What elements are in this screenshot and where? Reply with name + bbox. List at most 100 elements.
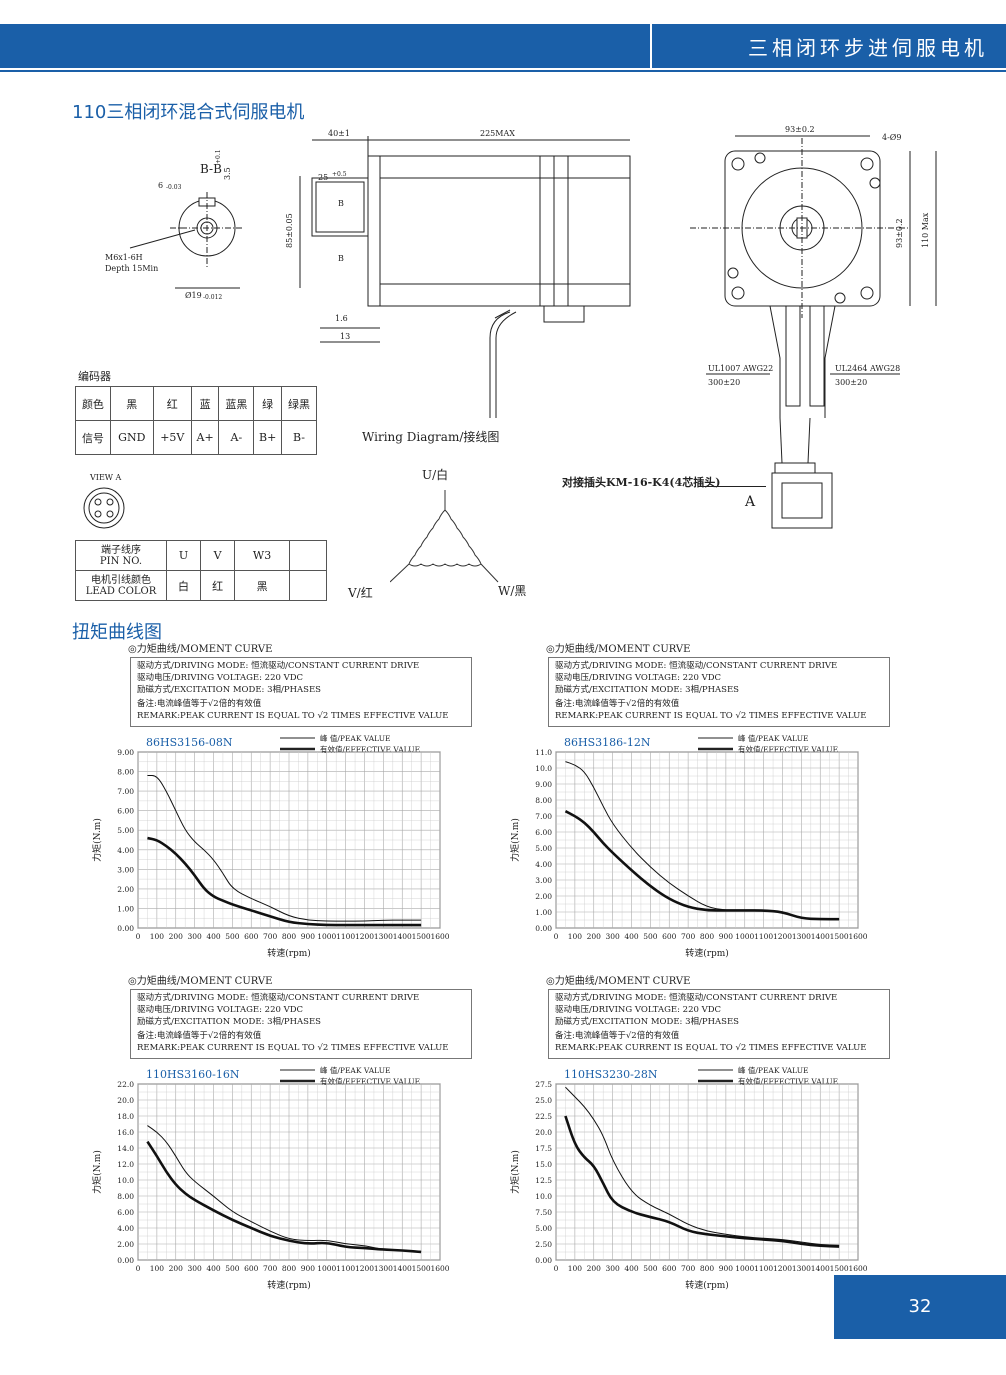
chart-title: 86HS3156-08N (146, 736, 233, 749)
flat-dim: 3.5 (223, 167, 232, 180)
len-40: 40±1 (328, 129, 350, 138)
sq-93-side: 93±0.2 (895, 218, 904, 248)
x-tick-label: 700 (263, 932, 278, 941)
series-peak-line (147, 1125, 422, 1252)
dia-85: 85±0.05 (285, 213, 294, 248)
y-tick-label: 9.00 (117, 748, 134, 757)
x-tick-label: 100 (150, 932, 165, 941)
y-tick-label: 4.00 (117, 846, 134, 855)
spec-line: 励磁方式/EXCITATION MODE: 3相/PHASES (137, 685, 321, 695)
spec-line: REMARK:PEAK CURRENT IS EQUAL TO √2 TIMES… (137, 711, 449, 721)
spec-heading: ◎力矩曲线/MOMENT CURVE (128, 976, 273, 987)
x-tick-label: 200 (587, 1264, 602, 1273)
x-tick-label: 1500 (412, 1264, 431, 1273)
connector-drawing (771, 418, 833, 529)
spec-line: REMARK:PEAK CURRENT IS EQUAL TO √2 TIMES… (137, 1043, 449, 1053)
wiring-v: V/红 (348, 586, 373, 600)
spec-line: 励磁方式/EXCITATION MODE: 3相/PHASES (555, 685, 739, 695)
x-tick-label: 800 (282, 932, 297, 941)
len-225: 225MAX (480, 129, 515, 138)
y-tick-label: 6.00 (535, 828, 552, 837)
cell: 信号 (75, 420, 111, 455)
x-tick-label: 900 (719, 932, 734, 941)
x-tick-label: 700 (681, 932, 696, 941)
x-tick-label: 500 (643, 932, 658, 941)
cell: 黑 (234, 570, 290, 601)
table-row: 信号 GND +5V A+ A- B+ B- (75, 420, 317, 455)
x-tick-label: 100 (568, 1264, 583, 1273)
x-tick-label: 800 (282, 1264, 297, 1273)
x-tick-label: 300 (187, 1264, 202, 1273)
x-axis-label: 转速(rpm) (685, 947, 729, 959)
max-110: 110 Max (921, 212, 930, 248)
cell: B+ (253, 420, 283, 455)
x-tick-label: 600 (244, 1264, 259, 1273)
x-tick-label: 100 (568, 932, 583, 941)
y-tick-label: 8.00 (117, 1192, 134, 1201)
cable2-label: UL2464 AWG28 (835, 364, 900, 373)
x-axis-label: 转速(rpm) (267, 1279, 311, 1291)
x-tick-label: 1000 (735, 1264, 754, 1273)
spec-line: REMARK:PEAK CURRENT IS EQUAL TO √2 TIMES… (555, 1043, 867, 1053)
flat-tol: +0.1 (215, 149, 222, 164)
y-tick-label: 7.00 (535, 812, 552, 821)
x-tick-label: 1200 (773, 1264, 792, 1273)
series-effective-line (146, 1140, 422, 1254)
spec-box: 驱动方式/DRIVING MODE: 恒流驱动/CONSTANT CURRENT… (548, 989, 890, 1059)
y-tick-label: 6.00 (117, 807, 134, 816)
header-title: 三相闭环步进伺服电机 (748, 36, 988, 60)
x-tick-label: 900 (301, 932, 316, 941)
x-tick-label: 1300 (792, 932, 811, 941)
spec-line: 驱动方式/DRIVING MODE: 恒流驱动/CONSTANT CURRENT… (555, 661, 838, 671)
spec-box: 驱动方式/DRIVING MODE: 恒流驱动/CONSTANT CURRENT… (130, 989, 472, 1059)
x-tick-label: 400 (624, 932, 639, 941)
series-effective-line (147, 836, 422, 927)
spec-heading: ◎力矩曲线/MOMENT CURVE (546, 976, 691, 987)
series-effective-line (564, 1115, 840, 1248)
series-peak-line (147, 774, 422, 922)
y-tick-label: 22.5 (535, 1112, 552, 1121)
spec-line: 驱动方式/DRIVING MODE: 恒流驱动/CONSTANT CURRENT… (137, 661, 420, 671)
spec-line: 驱动方式/DRIVING MODE: 恒流驱动/CONSTANT CURRENT… (555, 993, 838, 1003)
spec-line: 驱动电压/DRIVING VOLTAGE: 220 VDC (555, 1005, 722, 1015)
x-tick-label: 700 (681, 1264, 696, 1273)
x-tick-label: 0 (554, 1264, 559, 1273)
y-tick-label: 0.00 (117, 1256, 134, 1265)
y-tick-label: 1.00 (117, 904, 134, 913)
spec-line: 驱动电压/DRIVING VOLTAGE: 220 VDC (555, 673, 722, 683)
cable1-label: UL1007 AWG22 (708, 364, 773, 373)
connector-leader (700, 486, 766, 487)
cell: 黑 (109, 386, 154, 421)
encoder-table: 颜色 黑 红 蓝 蓝黑 绿 绿黑 信号 GND +5V A+ A- B+ B- (75, 386, 317, 455)
cell: 红 (152, 386, 192, 421)
y-tick-label: 3.00 (117, 865, 134, 874)
wiring-w: W/黑 (498, 584, 527, 598)
x-tick-label: 1600 (430, 932, 449, 941)
b-mark-top: B (338, 199, 344, 208)
y-tick-label: 4.00 (117, 1224, 134, 1233)
keyway-dim: 6 (158, 181, 163, 190)
key-25-tol: +0.5 (332, 171, 347, 178)
motor-drawing: B-B 6 -0.03 3.5 +0.1 M6x1-6H Depth 15Min… (105, 125, 937, 418)
y-tick-label: 20.0 (117, 1096, 134, 1105)
y-tick-label: 5.00 (117, 826, 134, 835)
x-tick-label: 1300 (792, 1264, 811, 1273)
y-tick-label: 22.0 (117, 1080, 134, 1089)
spec-heading: ◎力矩曲线/MOMENT CURVE (128, 644, 273, 655)
y-tick-label: 20.0 (535, 1128, 552, 1137)
cell: 蓝 (190, 386, 220, 421)
cell: 电机引线颜色 LEAD COLOR (75, 570, 167, 601)
y-tick-label: 15.0 (535, 1160, 552, 1169)
y-tick-label: 10.0 (535, 1192, 552, 1201)
y-tick-label: 2.00 (117, 1240, 134, 1249)
series-peak-line (565, 1086, 840, 1246)
y-axis-label: 力矩(N.m) (91, 818, 103, 862)
cable1-len: 300±20 (708, 378, 740, 387)
x-tick-label: 1000 (317, 1264, 336, 1273)
cell: 绿 (253, 386, 283, 421)
x-tick-label: 600 (662, 932, 677, 941)
spec-box: 驱动方式/DRIVING MODE: 恒流驱动/CONSTANT CURRENT… (548, 657, 890, 727)
y-tick-label: 18.0 (117, 1112, 134, 1121)
